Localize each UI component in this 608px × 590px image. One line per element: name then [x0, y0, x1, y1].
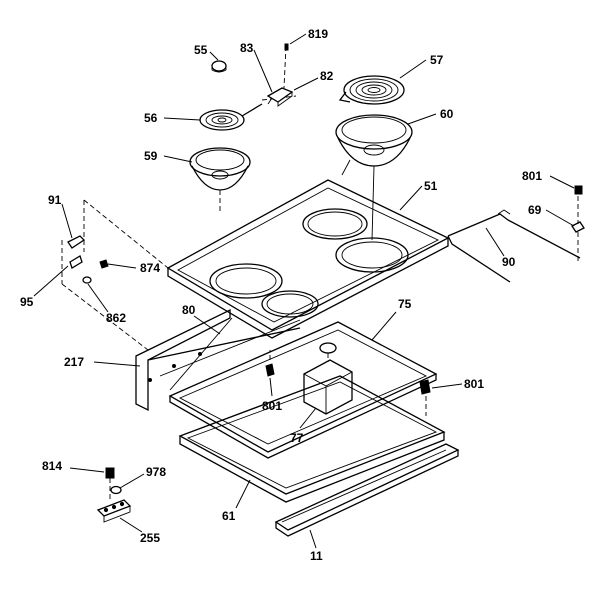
part-55: [211, 60, 227, 73]
label-83: 83: [240, 41, 254, 55]
label-819: 819: [308, 27, 328, 41]
label-874: 874: [140, 261, 160, 275]
surface-unit-57: [338, 75, 405, 105]
label-862: 862: [106, 311, 126, 325]
part-labels: 55 83 819 57 82 56 60 59 801 51 91 69 90…: [20, 27, 542, 563]
trim-11: [274, 443, 460, 537]
bottom-panel-61: [178, 375, 446, 503]
label-61: 61: [222, 509, 236, 523]
label-91: 91: [48, 193, 62, 207]
frame-80: [135, 308, 301, 412]
junction-box-77: [303, 342, 353, 415]
label-255: 255: [140, 531, 160, 545]
label-51: 51: [424, 179, 438, 193]
label-59: 59: [144, 149, 158, 163]
label-814: 814: [42, 459, 62, 473]
label-55: 55: [194, 43, 208, 57]
tray-75: [168, 321, 438, 459]
label-75: 75: [398, 297, 412, 311]
label-80: 80: [182, 303, 196, 317]
label-77: 77: [290, 431, 304, 445]
terminal-block-255: [96, 467, 132, 523]
label-69: 69: [528, 203, 542, 217]
leader-lines: [33, 33, 575, 549]
label-95: 95: [20, 295, 34, 309]
receptacle-82: [266, 43, 294, 107]
surface-unit-56: [199, 95, 297, 131]
drip-pan-59: [189, 147, 251, 212]
drip-pan-60: [335, 114, 413, 241]
label-11: 11: [310, 549, 323, 563]
label-90: 90: [502, 255, 516, 269]
wire-90: [447, 185, 585, 283]
label-801-top: 801: [522, 169, 542, 183]
label-82: 82: [320, 69, 334, 83]
label-217: 217: [64, 355, 84, 369]
label-56: 56: [144, 111, 158, 125]
label-801-right: 801: [464, 377, 484, 391]
cooktop-51: [166, 179, 450, 339]
bracket-91: [61, 199, 169, 351]
label-57: 57: [430, 53, 444, 67]
label-801-mid: 801: [262, 399, 282, 413]
label-978: 978: [146, 465, 166, 479]
label-60: 60: [440, 107, 454, 121]
